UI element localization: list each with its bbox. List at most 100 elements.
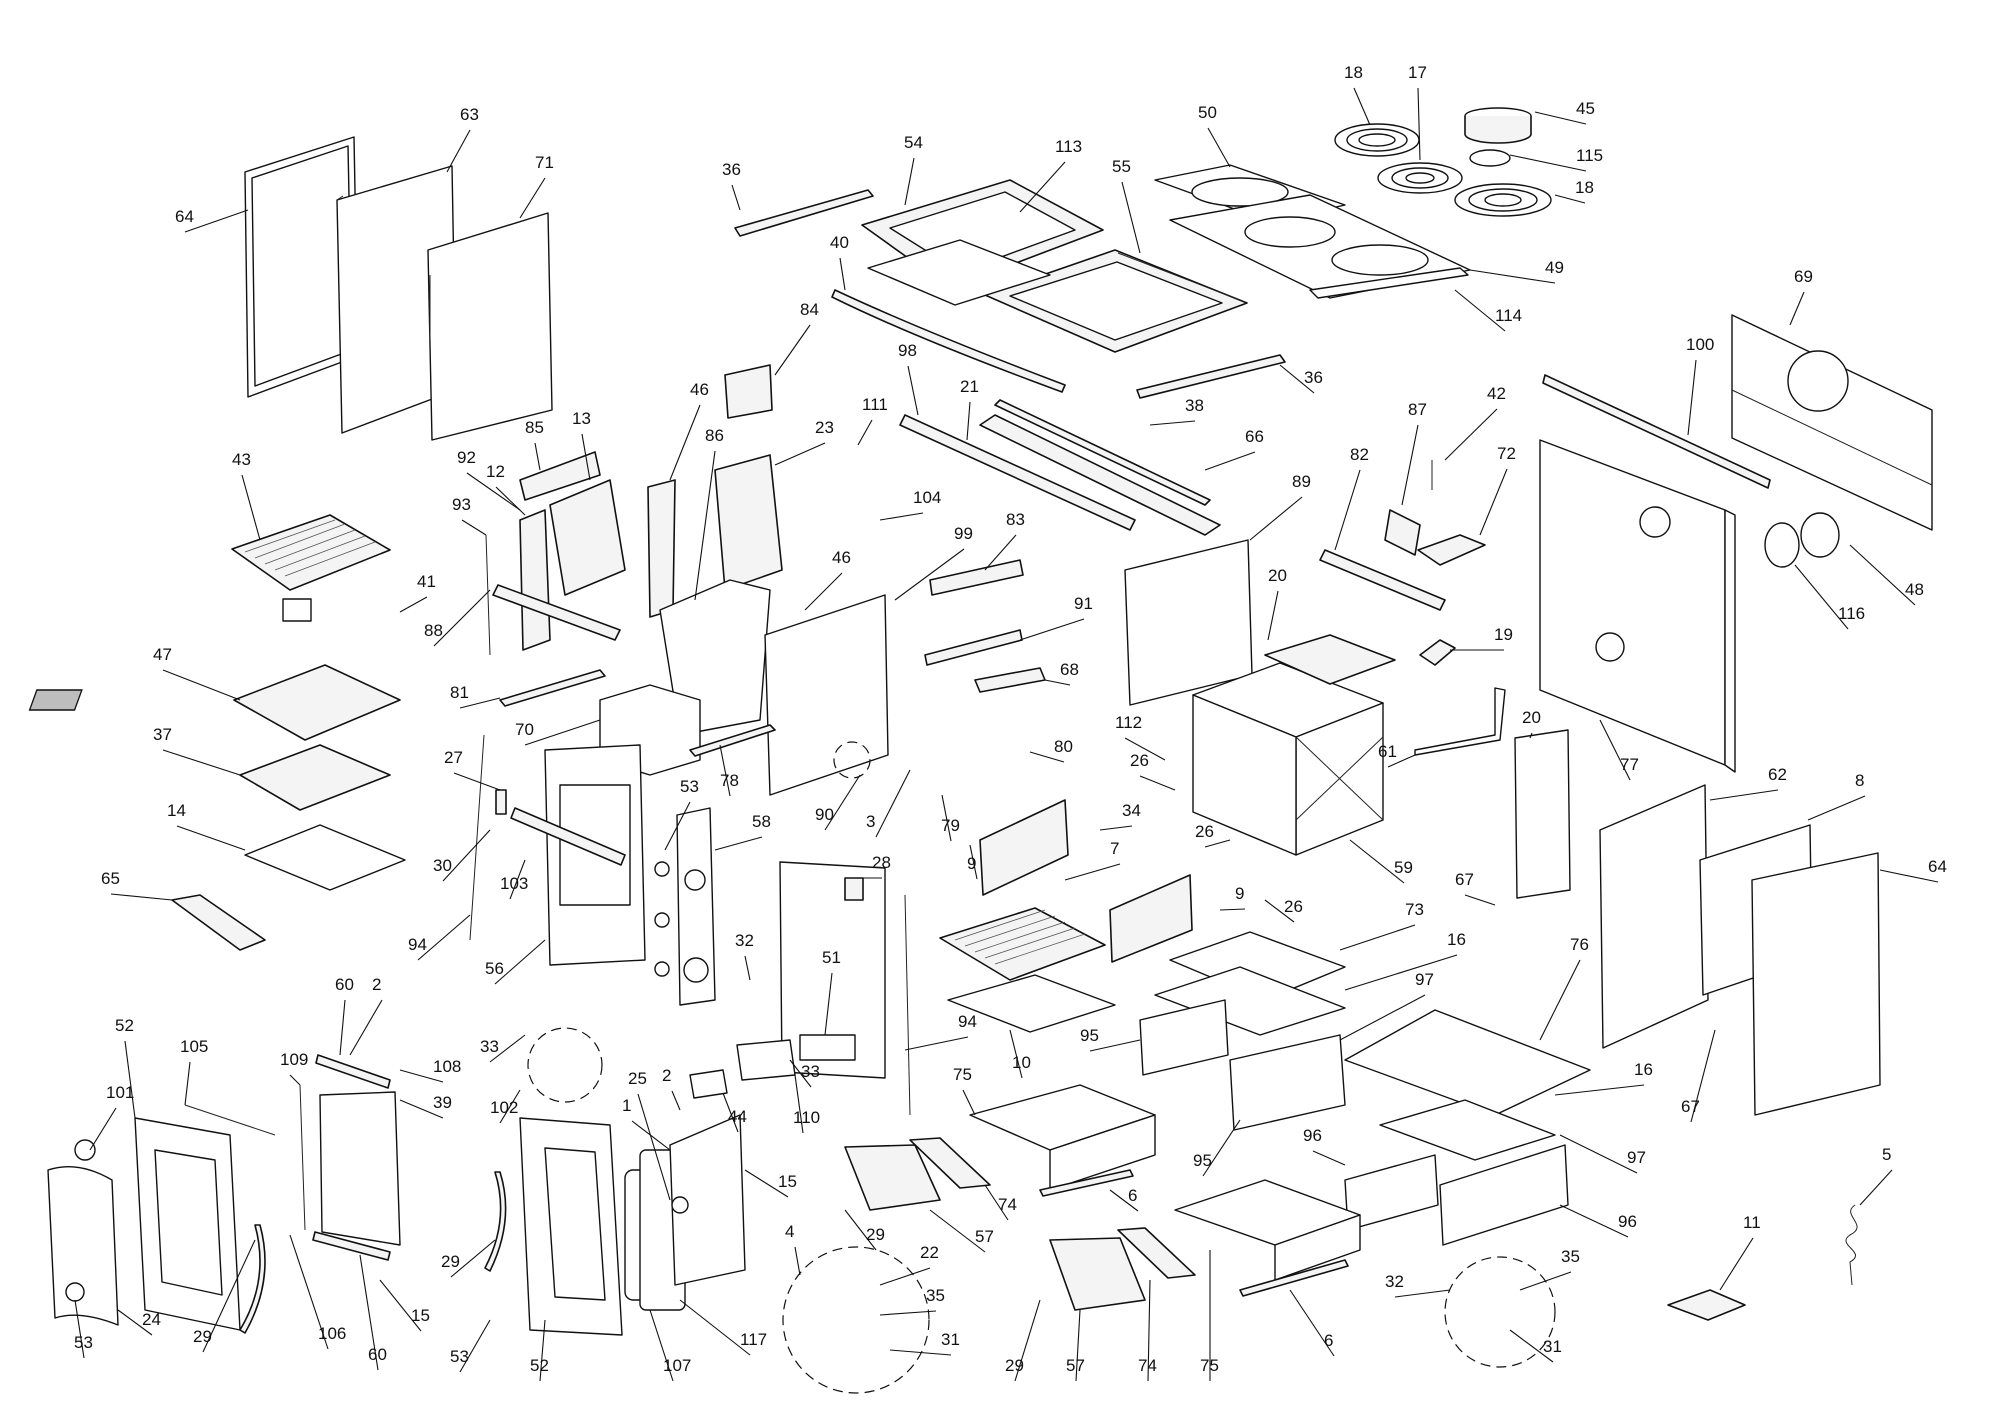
leader-line-60 bbox=[359, 1254, 379, 1371]
leader-line-113 bbox=[1019, 161, 1066, 213]
callout-53: 53 bbox=[74, 1333, 93, 1352]
part-34-rack bbox=[979, 799, 1193, 963]
callout-72: 72 bbox=[1497, 444, 1516, 463]
callout-9: 9 bbox=[967, 854, 976, 873]
callout-102: 102 bbox=[490, 1098, 518, 1117]
leader-line-2 bbox=[671, 1090, 681, 1111]
callout-4: 4 bbox=[785, 1222, 794, 1241]
leader-line-66 bbox=[1204, 451, 1256, 471]
part-109-rod bbox=[299, 1084, 306, 1231]
callout-96: 96 bbox=[1618, 1212, 1637, 1231]
leader-line-60 bbox=[339, 999, 346, 1056]
leader-line-71 bbox=[519, 177, 546, 219]
part-20-plate bbox=[1514, 729, 1571, 899]
leader-line-97 bbox=[1559, 1134, 1638, 1174]
callout-98: 98 bbox=[898, 341, 917, 360]
leader-line-74 bbox=[984, 1184, 1009, 1221]
callout-52: 52 bbox=[115, 1016, 134, 1035]
callout-1: 1 bbox=[622, 1096, 631, 1115]
leader-line-91 bbox=[1019, 618, 1085, 641]
part-37-grate bbox=[239, 744, 391, 811]
leader-line-24 bbox=[117, 1309, 153, 1336]
part-57-drawer-front bbox=[844, 1144, 941, 1211]
callout-5: 5 bbox=[1882, 1145, 1891, 1164]
part-95-panel bbox=[1139, 999, 1229, 1076]
callout-86: 86 bbox=[705, 426, 724, 445]
leader-line-104 bbox=[879, 512, 924, 521]
callout-90: 90 bbox=[815, 805, 834, 824]
part-65-deflector bbox=[171, 894, 266, 951]
part-93-rod bbox=[485, 534, 491, 656]
part-48-116-gasket-cover bbox=[1764, 512, 1840, 568]
leader-line-36 bbox=[731, 184, 741, 211]
callout-65: 65 bbox=[101, 869, 120, 888]
callout-3: 3 bbox=[866, 812, 875, 831]
callout-64: 64 bbox=[175, 207, 194, 226]
callout-13: 13 bbox=[572, 409, 591, 428]
part-60-frame-top bbox=[315, 1054, 391, 1089]
callout-56: 56 bbox=[485, 959, 504, 978]
callout-53: 53 bbox=[680, 777, 699, 796]
leader-line-20 bbox=[1529, 732, 1533, 739]
leader-line-70 bbox=[524, 719, 601, 746]
leader-line-4 bbox=[794, 1246, 801, 1276]
part-57-drawer-front-2 bbox=[1049, 1237, 1146, 1311]
leader-line-97 bbox=[1339, 994, 1426, 1041]
leader-line-73 bbox=[1339, 924, 1416, 951]
callout-16: 16 bbox=[1447, 930, 1466, 949]
callout-60: 60 bbox=[368, 1345, 387, 1364]
callout-43: 43 bbox=[232, 450, 251, 469]
leader-line-14 bbox=[176, 825, 246, 851]
leader-line-53 bbox=[664, 801, 691, 851]
leader-line-117 bbox=[679, 1299, 751, 1356]
leader-line-17 bbox=[1417, 87, 1421, 161]
leader-line-35 bbox=[1519, 1271, 1572, 1291]
part-68-bracket bbox=[974, 667, 1046, 693]
callout-88: 88 bbox=[424, 621, 443, 640]
leader-line-76 bbox=[1539, 959, 1581, 1041]
callout-67: 67 bbox=[1681, 1097, 1700, 1116]
callout-77: 77 bbox=[1620, 755, 1639, 774]
callout-97: 97 bbox=[1627, 1148, 1646, 1167]
part-83-bracket bbox=[929, 559, 1024, 596]
callout-17: 17 bbox=[1408, 63, 1427, 82]
part-30-rod bbox=[469, 734, 485, 941]
callout-40: 40 bbox=[830, 233, 849, 252]
callout-29: 29 bbox=[441, 1252, 460, 1271]
part-78-rail bbox=[689, 724, 776, 757]
leader-line-64 bbox=[184, 209, 249, 233]
leader-line-29 bbox=[844, 1209, 877, 1251]
leader-line-34 bbox=[1099, 825, 1133, 831]
callout-53: 53 bbox=[450, 1347, 469, 1366]
leader-line-1 bbox=[631, 1120, 671, 1151]
callout-101: 101 bbox=[106, 1083, 134, 1102]
leader-line-82 bbox=[1334, 469, 1361, 551]
callout-91: 91 bbox=[1074, 594, 1093, 613]
callout-85: 85 bbox=[525, 418, 544, 437]
leader-line-49 bbox=[1469, 269, 1556, 284]
callout-47: 47 bbox=[153, 645, 172, 664]
callout-82: 82 bbox=[1350, 445, 1369, 464]
part-98-rail bbox=[899, 414, 1136, 531]
leader-line-44 bbox=[722, 1092, 739, 1133]
part-25-knob bbox=[671, 1196, 689, 1214]
leader-line-77 bbox=[1599, 719, 1631, 781]
leader-line-88 bbox=[433, 589, 491, 647]
leader-line-16 bbox=[1554, 1084, 1645, 1096]
callout-96: 96 bbox=[1303, 1126, 1322, 1145]
leader-line-111 bbox=[857, 419, 873, 446]
leader-line-26 bbox=[1204, 839, 1231, 848]
leader-line-25 bbox=[637, 1093, 671, 1201]
leader-line-99 bbox=[894, 548, 965, 601]
callout-60: 60 bbox=[335, 975, 354, 994]
callout-107: 107 bbox=[663, 1356, 691, 1375]
leader-line-31 bbox=[889, 1349, 952, 1356]
leader-line-15 bbox=[744, 1169, 789, 1198]
callout-64: 64 bbox=[1928, 857, 1947, 876]
leader-line-106 bbox=[289, 1234, 329, 1350]
part-72-bracket bbox=[1417, 534, 1486, 566]
callout-74: 74 bbox=[998, 1195, 1017, 1214]
part-53-knob bbox=[65, 1282, 85, 1302]
leader-line-36 bbox=[1279, 364, 1315, 394]
